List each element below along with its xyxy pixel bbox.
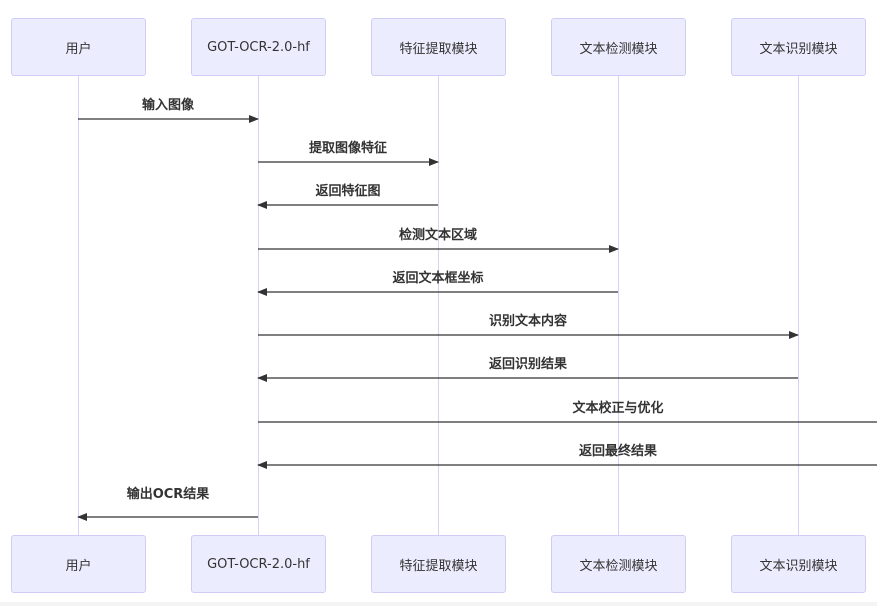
message-label-3: 返回特征图	[315, 184, 381, 199]
actor-text-recognition-bottom: 文本识别模块	[731, 535, 866, 593]
message-label-8: 文本校正与优化	[572, 401, 664, 416]
lifeline-got-ocr	[258, 76, 259, 535]
bottom-strip	[0, 602, 877, 606]
actor-feature-extraction-bottom: 特征提取模块	[371, 535, 506, 593]
actor-got-ocr-bottom: GOT-OCR-2.0-hf	[191, 535, 326, 593]
lifeline-feature-extraction	[438, 76, 439, 535]
message-label-7: 返回识别结果	[488, 357, 568, 372]
actor-got-ocr-top: GOT-OCR-2.0-hf	[191, 18, 326, 76]
lifeline-text-detection	[618, 76, 619, 535]
actor-user-bottom: 用户	[11, 535, 146, 593]
message-label-6: 识别文本内容	[488, 314, 568, 329]
message-label-10: 输出OCR结果	[126, 487, 210, 502]
actor-text-detection-bottom: 文本检测模块	[551, 535, 686, 593]
lifeline-text-recognition	[798, 76, 799, 535]
message-label-9: 返回最终结果	[578, 444, 658, 459]
message-label-1: 输入图像	[141, 98, 195, 113]
actor-user-top: 用户	[11, 18, 146, 76]
message-label-5: 返回文本框坐标	[392, 271, 484, 286]
actor-text-detection-top: 文本检测模块	[551, 18, 686, 76]
lifeline-user	[78, 76, 79, 535]
message-label-4: 检测文本区域	[398, 228, 478, 243]
actor-feature-extraction-top: 特征提取模块	[371, 18, 506, 76]
actor-text-recognition-top: 文本识别模块	[731, 18, 866, 76]
message-label-2: 提取图像特征	[308, 141, 388, 156]
